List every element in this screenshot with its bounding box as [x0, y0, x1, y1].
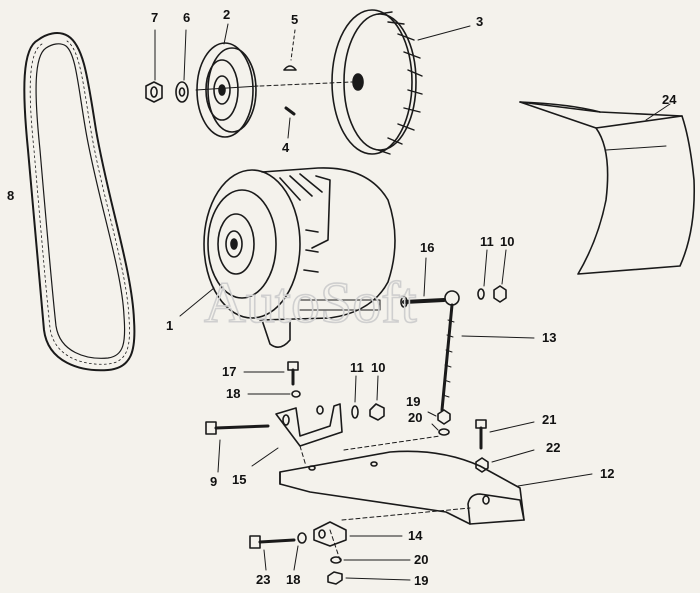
callout-21: 21 [542, 412, 556, 427]
callout-7: 7 [151, 10, 158, 25]
dowel-pin [284, 106, 296, 139]
callout-6: 6 [183, 10, 190, 25]
callout-19-upper: 19 [406, 394, 420, 409]
callout-11-middle: 11 [350, 360, 364, 375]
callout-2: 2 [223, 7, 230, 22]
callout-8: 8 [7, 188, 14, 203]
callout-13: 13 [542, 330, 556, 345]
callout-11-upper: 11 [480, 234, 494, 249]
drive-belt [23, 32, 136, 372]
mounting-plate [279, 450, 593, 525]
callout-5: 5 [291, 12, 298, 27]
callout-16: 16 [420, 240, 434, 255]
callout-18-upper: 18 [226, 386, 240, 401]
callout-12: 12 [600, 466, 614, 481]
callout-15: 15 [232, 472, 246, 487]
alternator-shield [519, 101, 696, 275]
mounting-bracket [251, 403, 343, 467]
alternator-body [179, 167, 396, 348]
cooling-fan [259, 9, 471, 155]
callout-18-lower: 18 [286, 572, 300, 587]
pivot-block [313, 521, 403, 547]
lower-bolt-and-washer [249, 532, 307, 571]
callout-24: 24 [662, 92, 677, 107]
woodruff-key [283, 29, 297, 71]
callout-9: 9 [210, 474, 217, 489]
adjusting-rod [440, 290, 535, 412]
callout-3: 3 [476, 14, 483, 29]
adjuster-bolt [400, 257, 446, 308]
plate-bolt-and-nut [475, 419, 535, 473]
callout-10-middle: 10 [371, 360, 385, 375]
callout-4: 4 [282, 140, 290, 155]
middle-spacer-and-nut [351, 375, 385, 421]
callout-1: 1 [166, 318, 173, 333]
pulley [195, 23, 259, 138]
callout-17: 17 [222, 364, 236, 379]
callout-20-lower: 20 [414, 552, 428, 567]
lower-washer-and-nut [327, 556, 411, 585]
pivot-bolt [205, 421, 270, 473]
upper-nut-and-washer [427, 409, 451, 436]
callout-10-upper: 10 [500, 234, 514, 249]
callout-labels: 7 6 2 5 3 24 4 8 16 11 10 1 13 17 11 10 … [7, 7, 677, 588]
lock-washer [175, 29, 189, 103]
upper-spacer-and-nut [477, 249, 507, 303]
callout-23: 23 [256, 572, 270, 587]
callout-20-upper: 20 [408, 410, 422, 425]
assembly-guide-lines [299, 435, 471, 561]
bracket-bolt-17 [243, 361, 301, 398]
callout-14: 14 [408, 528, 423, 543]
callout-22: 22 [546, 440, 560, 455]
watermark: AutoSoft [204, 270, 417, 335]
pulley-nut [145, 29, 163, 103]
callout-19-lower: 19 [414, 573, 428, 588]
